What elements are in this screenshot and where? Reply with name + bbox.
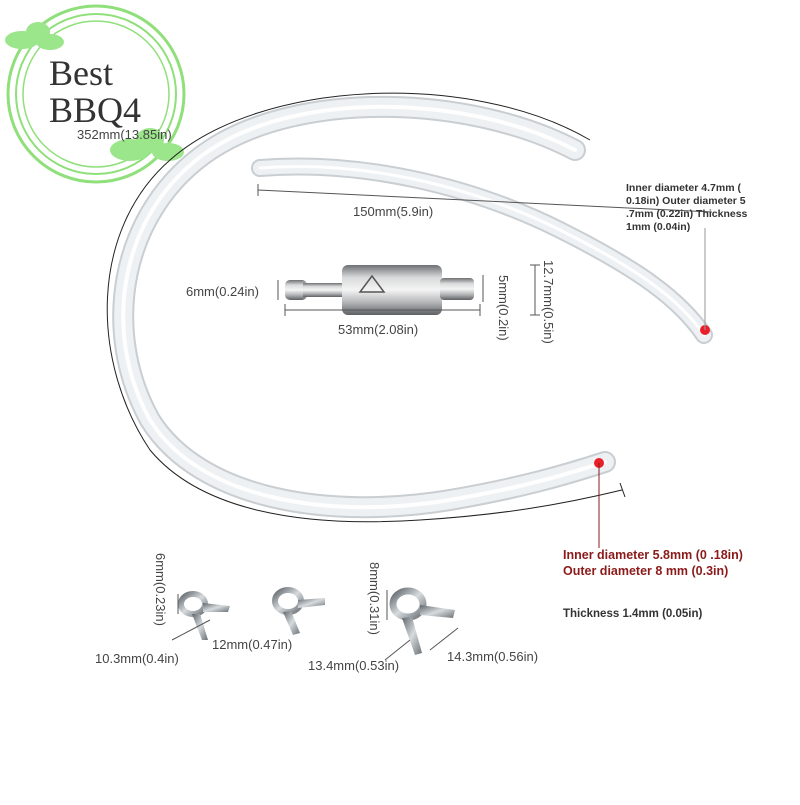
clip-large-width-b-label: 14.3mm(0.56in) [447, 649, 539, 664]
filter-inlet-diameter-label: 6mm(0.24in) [186, 284, 259, 299]
brand-logo-line2: BBQ4 [49, 90, 142, 130]
brand-logo [5, 4, 186, 184]
clip-small-width-label: 10.3mm(0.4in) [95, 651, 179, 666]
short-hose [251, 157, 713, 344]
cloud-icon [5, 22, 64, 50]
hose-clip-medium [272, 587, 325, 635]
long-hose [112, 95, 616, 519]
clip-small-height-label: 6mm(0.23in) [153, 553, 168, 626]
long-hose-length-label: 352mm(13.85in) [77, 127, 172, 142]
clip-medium-width-label: 12mm(0.47in) [212, 637, 293, 652]
clip-large-width-a-label: 13.4mm(0.53in) [308, 658, 400, 673]
long-hose-thickness: Thickness 1.4mm (0.05in) [563, 608, 703, 620]
arrow-icon [358, 274, 386, 293]
short-hose-length-label: 150mm(5.9in) [353, 204, 434, 219]
fuel-filter [285, 265, 474, 315]
clip-large-height-label: 8mm(0.31in) [367, 562, 382, 635]
filter-outlet-diameter-label: 5mm(0.2in) [496, 275, 511, 341]
long-hose-specs: Inner diameter 5.8mm (0 .18in) Outer dia… [563, 548, 743, 578]
long-hose-dimension-arc [106, 92, 591, 523]
short-hose-dimension-line [257, 189, 713, 213]
hose-clip-small [178, 591, 230, 640]
hose-clip-large [389, 587, 455, 655]
filter-body-diameter-label: 12.7mm(0.5in) [541, 260, 556, 344]
brand-logo-line1: Best [49, 53, 114, 93]
filter-length-label: 53mm(2.08in) [338, 322, 419, 337]
cloud-icon [110, 128, 184, 161]
short-hose-specs: Inner diameter 4.7mm ( 0.18in) Outer dia… [626, 182, 748, 234]
